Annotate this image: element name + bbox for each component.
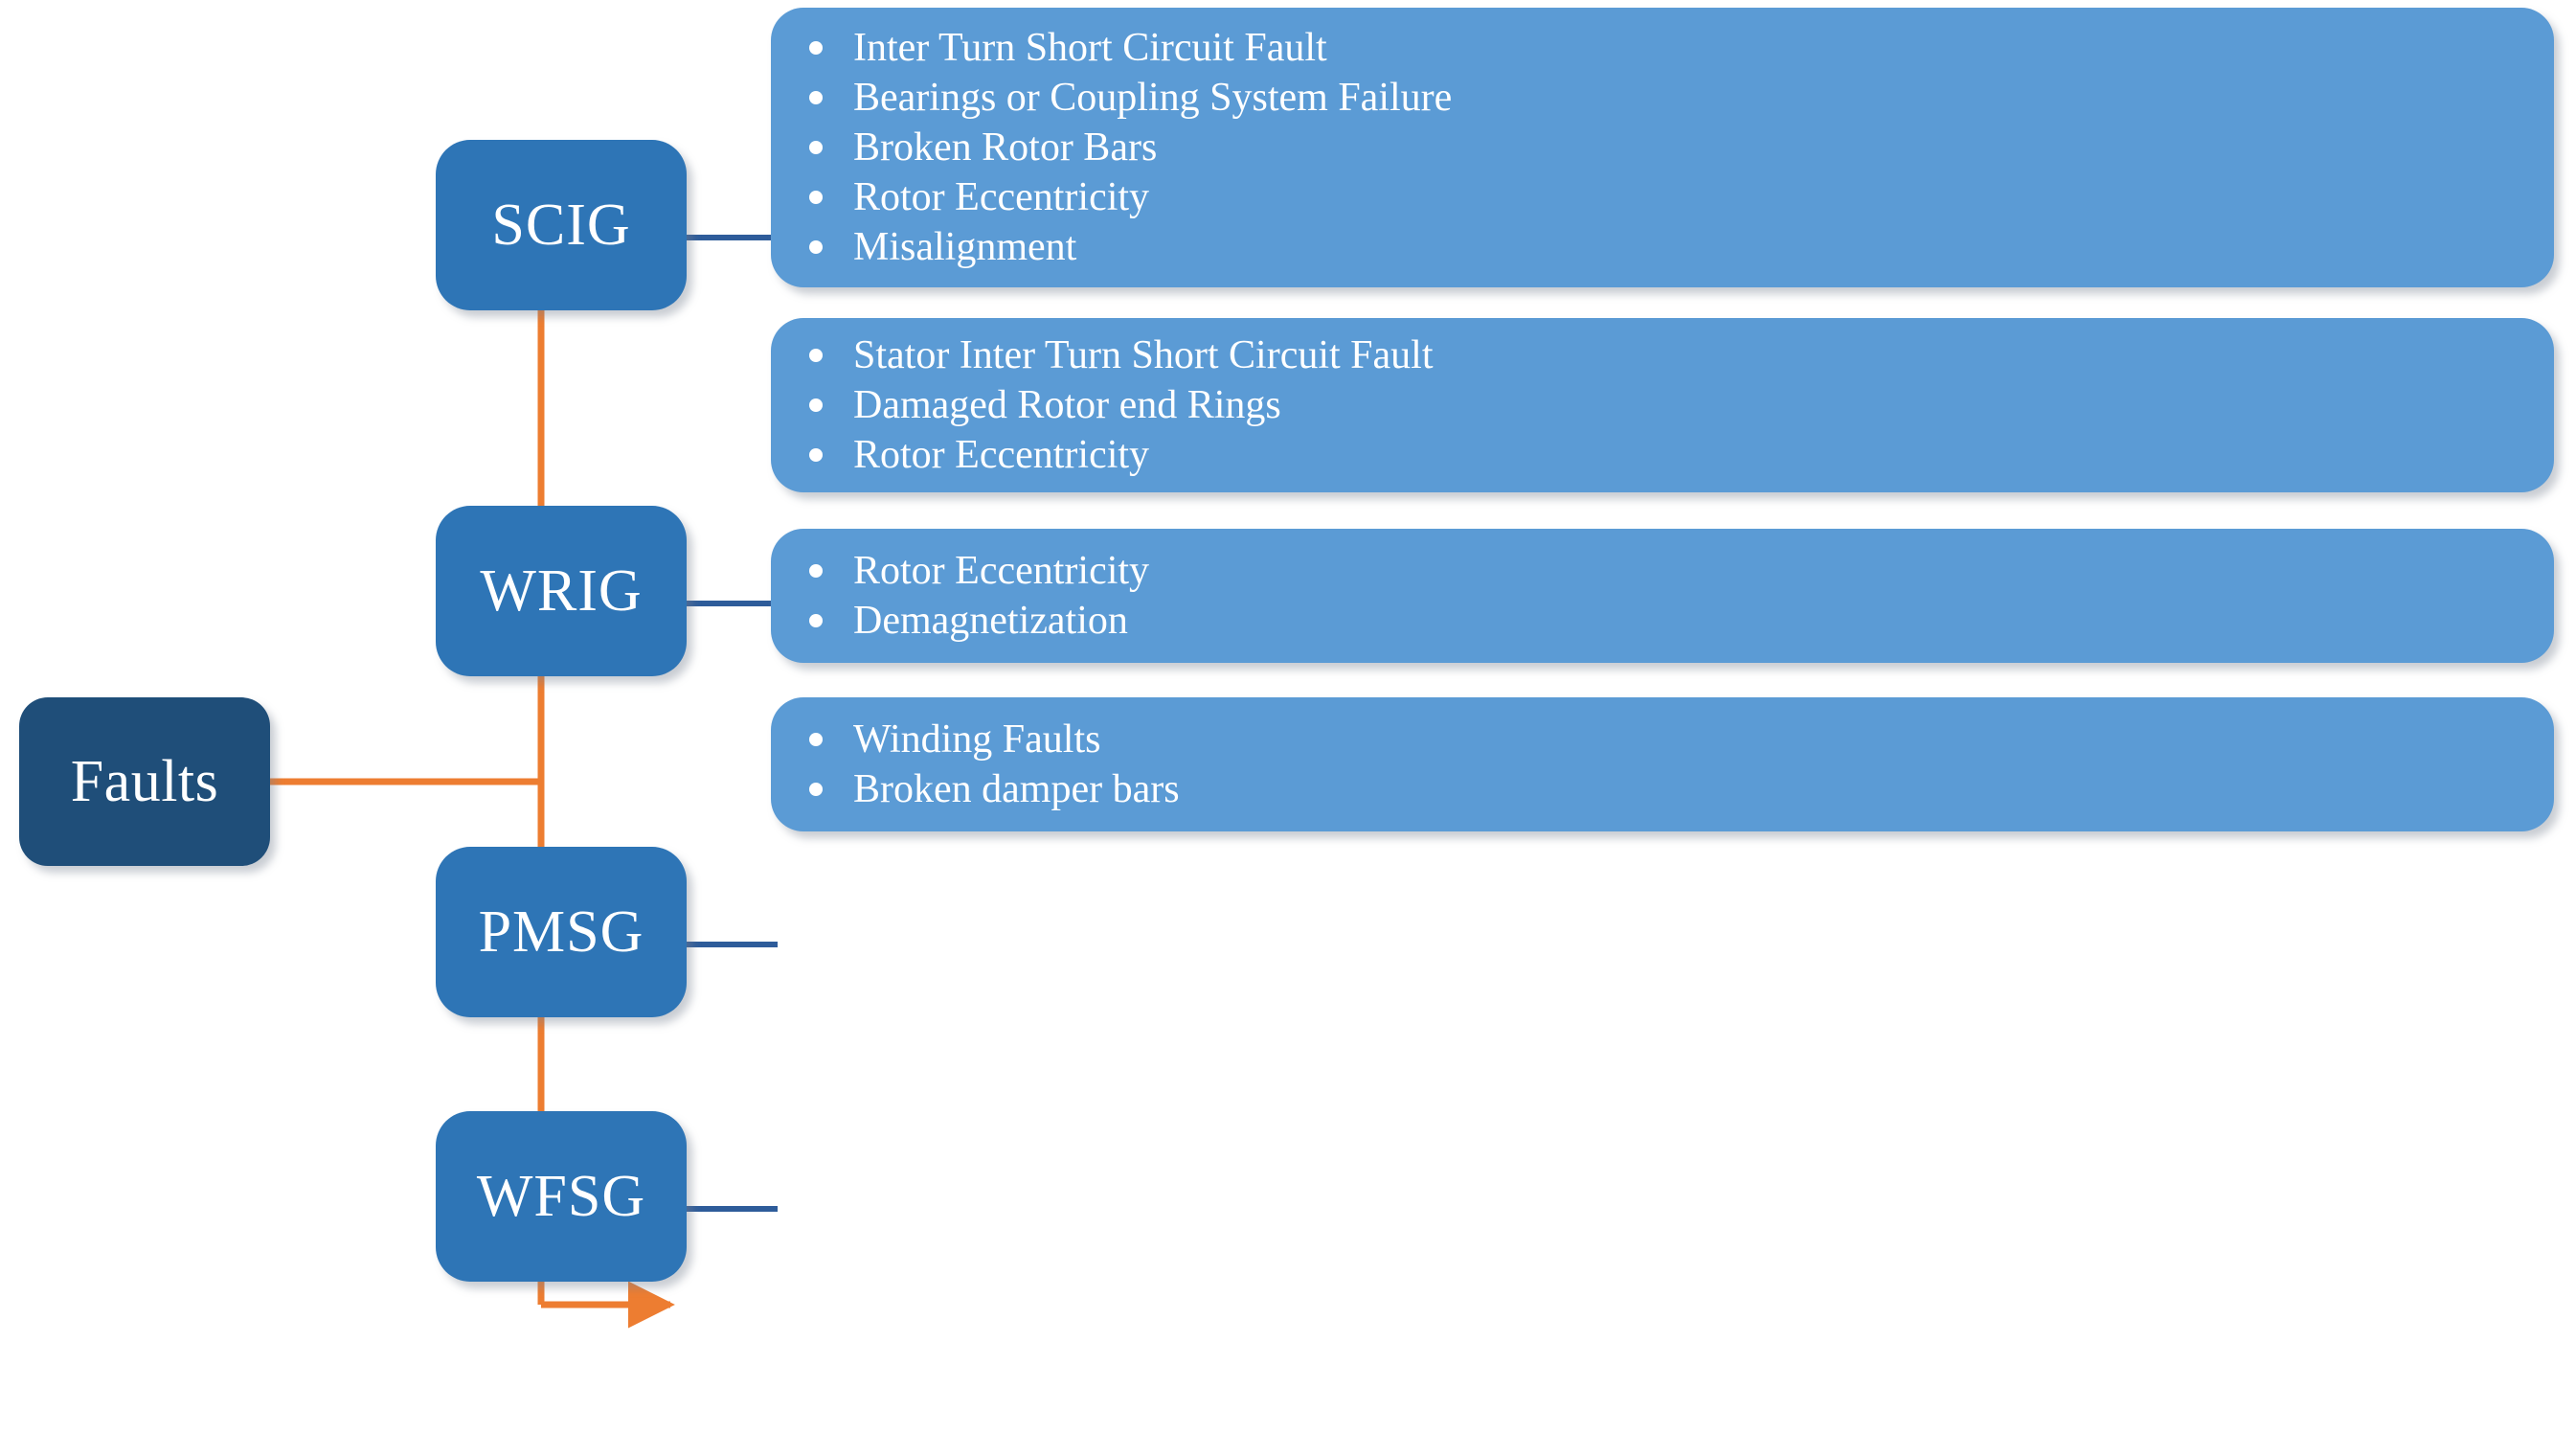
fault-list-item-label: Damaged Rotor end Rings xyxy=(853,382,1281,427)
fault-list-item-label: Misalignment xyxy=(853,225,1077,270)
fault-list-item: Winding Faults xyxy=(788,715,2525,764)
bullet-icon xyxy=(809,398,823,412)
fault-list-item: Broken Rotor Bars xyxy=(788,123,2525,172)
fault-list-item: Misalignment xyxy=(788,222,2525,272)
bullet-icon xyxy=(809,90,823,104)
fault-list-item-label: Inter Turn Short Circuit Fault xyxy=(853,25,1327,70)
fault-list-item-label: Broken Rotor Bars xyxy=(853,125,1158,170)
fault-list-item: Stator Inter Turn Short Circuit Fault xyxy=(788,330,2525,380)
generator-node-scig[interactable]: SCIG xyxy=(436,140,687,310)
bullet-icon xyxy=(809,614,823,628)
generator-node-pmsg[interactable]: PMSG xyxy=(436,847,687,1017)
bullet-icon xyxy=(809,783,823,797)
fault-list-item-label: Rotor Eccentricity xyxy=(853,548,1150,593)
fault-list-item: Demagnetization xyxy=(788,596,2525,646)
generator-node-label: PMSG xyxy=(478,899,644,965)
root-node-label: Faults xyxy=(70,749,219,814)
bullet-icon xyxy=(809,732,823,746)
bullet-icon xyxy=(809,40,823,55)
fault-list-item-label: Rotor Eccentricity xyxy=(853,175,1150,220)
bullet-icon xyxy=(809,563,823,578)
bullet-icon xyxy=(809,191,823,205)
fault-list-item: Inter Turn Short Circuit Fault xyxy=(788,23,2525,73)
fault-list-item: Rotor Eccentricity xyxy=(788,430,2525,480)
fault-list-item-label: Winding Faults xyxy=(853,717,1101,762)
bullet-icon xyxy=(809,141,823,154)
fault-list-item: Rotor Eccentricity xyxy=(788,546,2525,596)
bullet-icon xyxy=(809,348,823,362)
fault-list-item: Rotor Eccentricity xyxy=(788,172,2525,222)
fault-list-item-label: Broken damper bars xyxy=(853,767,1180,811)
fault-list-item: Broken damper bars xyxy=(788,764,2525,814)
generator-node-wfsg[interactable]: WFSG xyxy=(436,1111,687,1282)
fault-list-item: Bearings or Coupling System Failure xyxy=(788,73,2525,123)
bullet-icon xyxy=(809,240,823,255)
fault-list-item: Damaged Rotor end Rings xyxy=(788,380,2525,430)
generator-node-label: WRIG xyxy=(480,558,643,624)
fault-list-item-label: Stator Inter Turn Short Circuit Fault xyxy=(853,332,1434,377)
generator-node-label: WFSG xyxy=(476,1164,646,1229)
root-node-faults[interactable]: Faults xyxy=(19,697,270,866)
generator-node-wrig[interactable]: WRIG xyxy=(436,506,687,676)
generator-node-label: SCIG xyxy=(491,193,631,258)
fault-list-item-label: Bearings or Coupling System Failure xyxy=(853,75,1453,120)
fault-list-item-label: Rotor Eccentricity xyxy=(853,433,1150,478)
fault-list-item-label: Demagnetization xyxy=(853,599,1128,643)
bullet-icon xyxy=(809,448,823,463)
